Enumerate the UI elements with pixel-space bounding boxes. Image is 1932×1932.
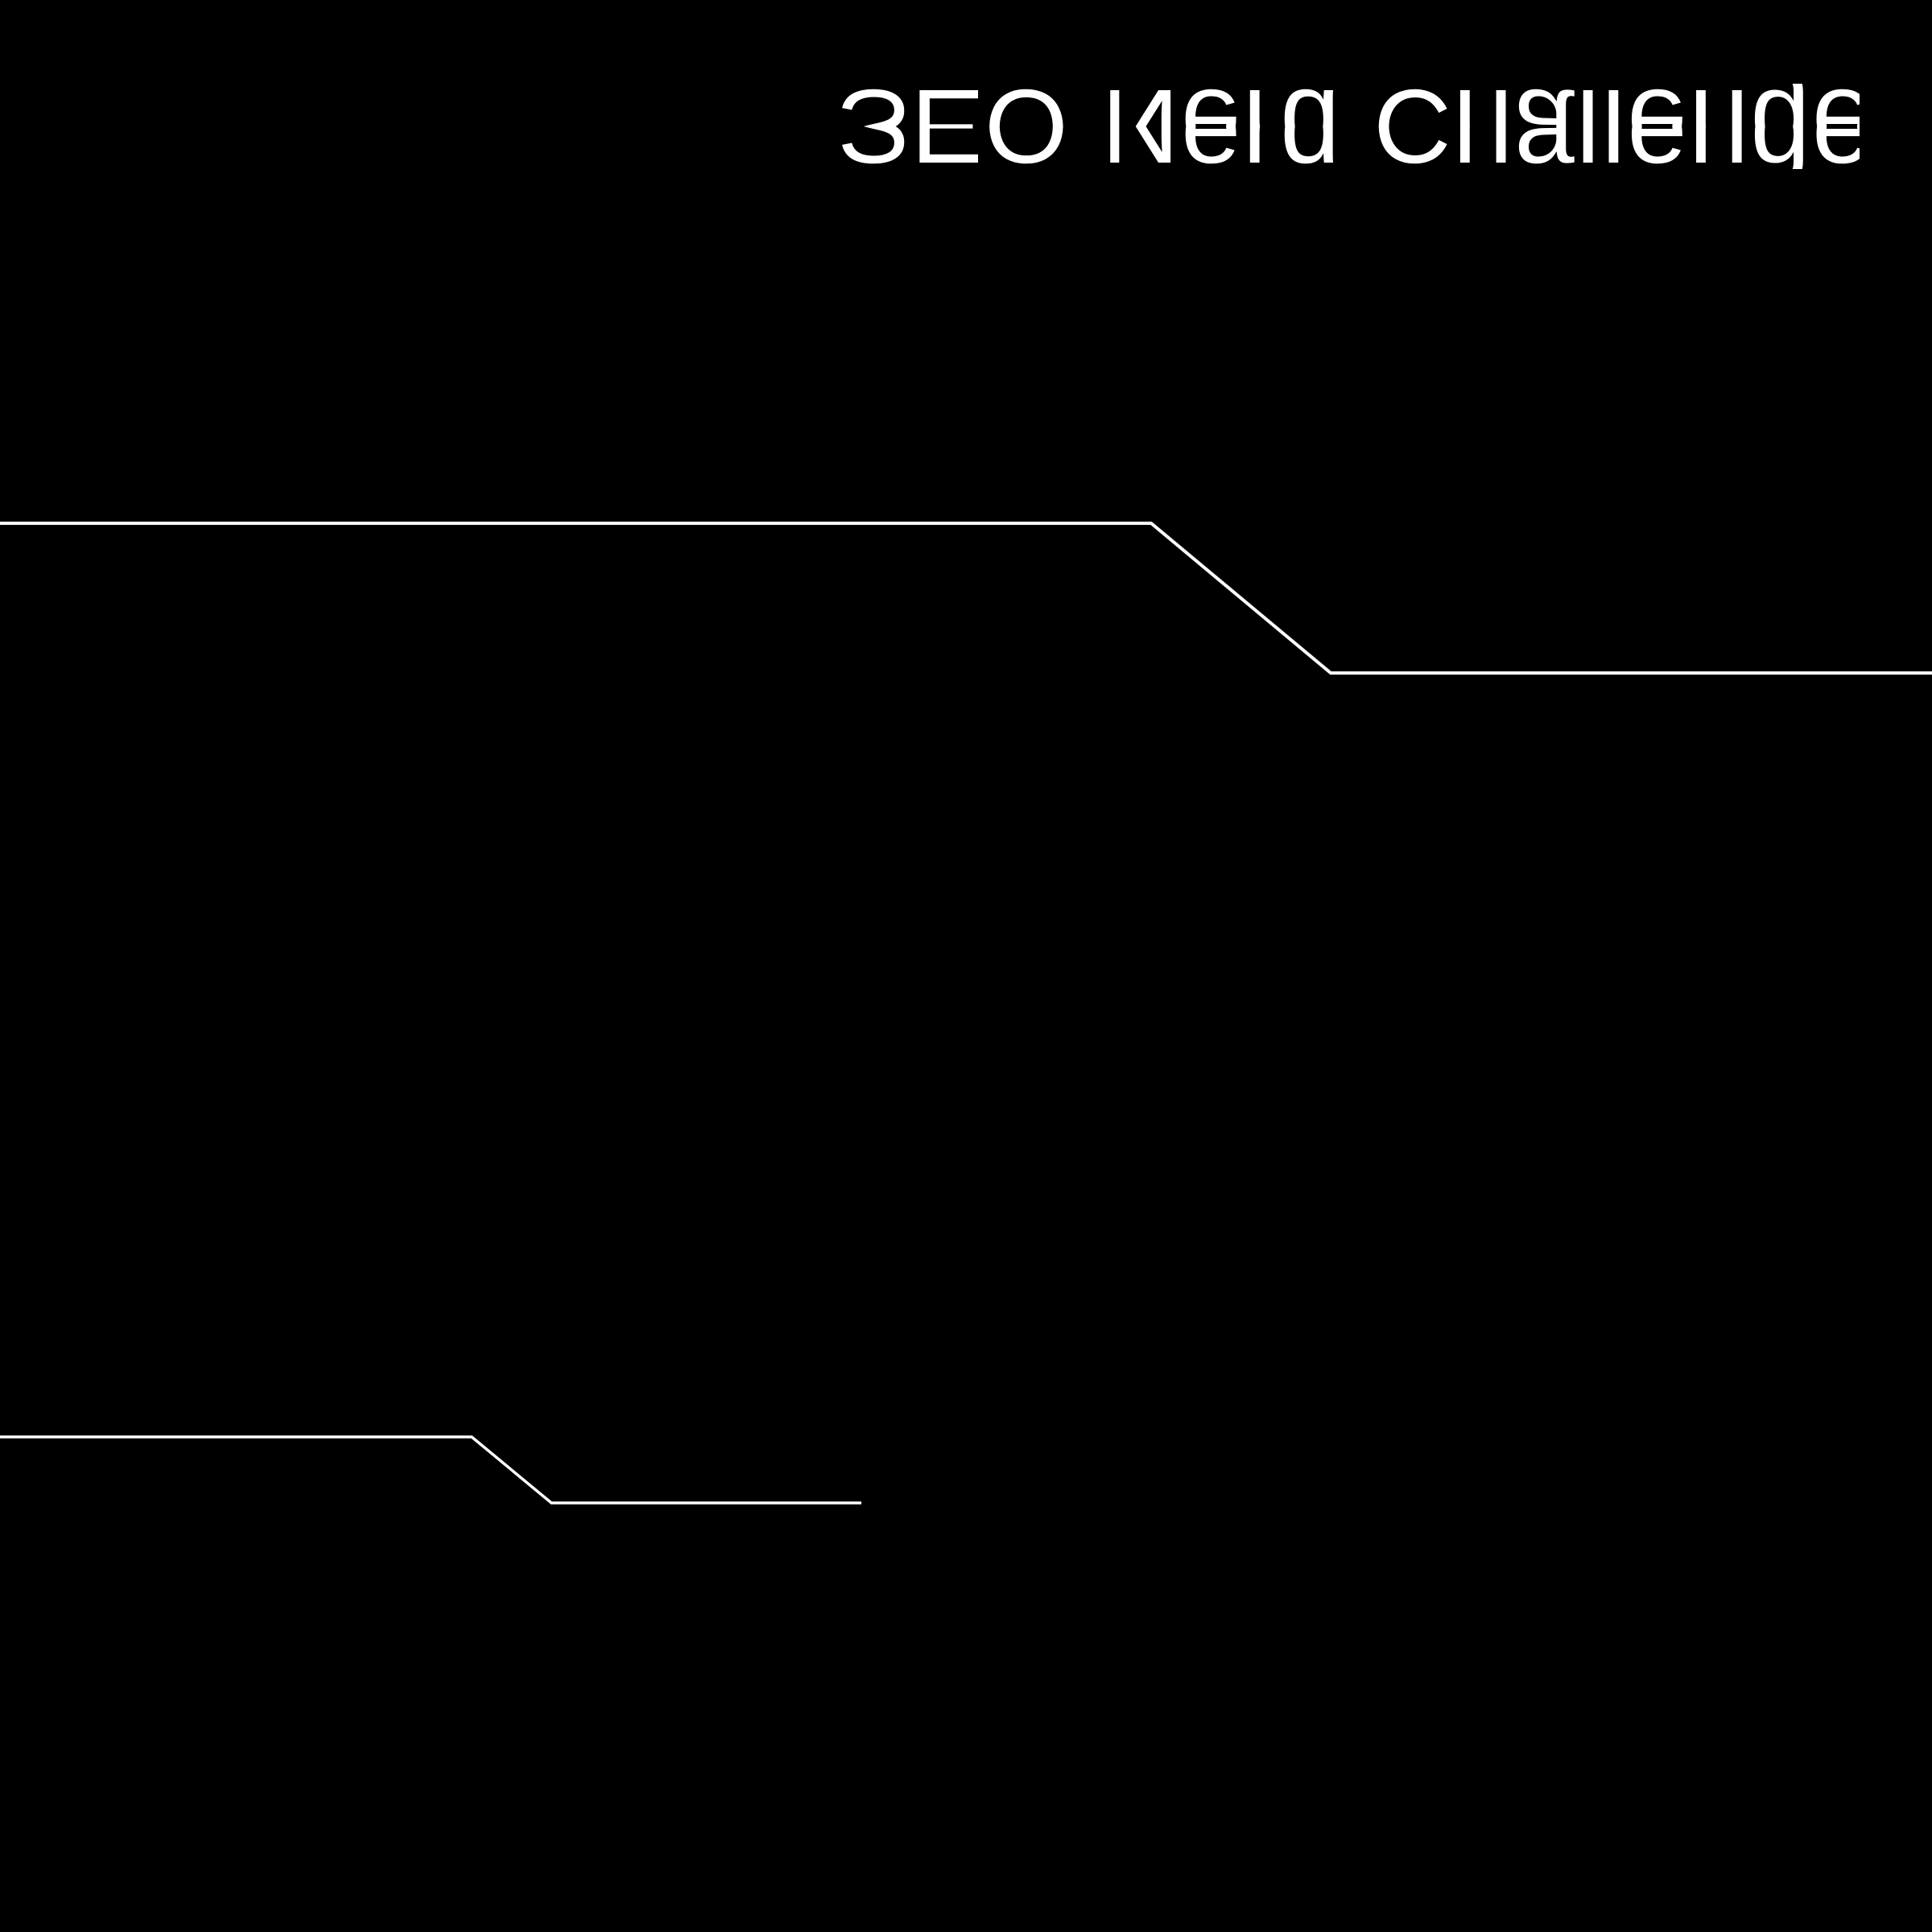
title-text: SEO Nerd Challenge bbox=[837, 126, 1860, 169]
upper-step-line bbox=[0, 522, 1932, 675]
glitch-title: SEO Nerd Challenge SEO Nerd Challenge bbox=[837, 84, 1860, 169]
lower-step-line bbox=[0, 1435, 861, 1505]
title-normal-half: SEO Nerd Challenge bbox=[837, 126, 1860, 169]
